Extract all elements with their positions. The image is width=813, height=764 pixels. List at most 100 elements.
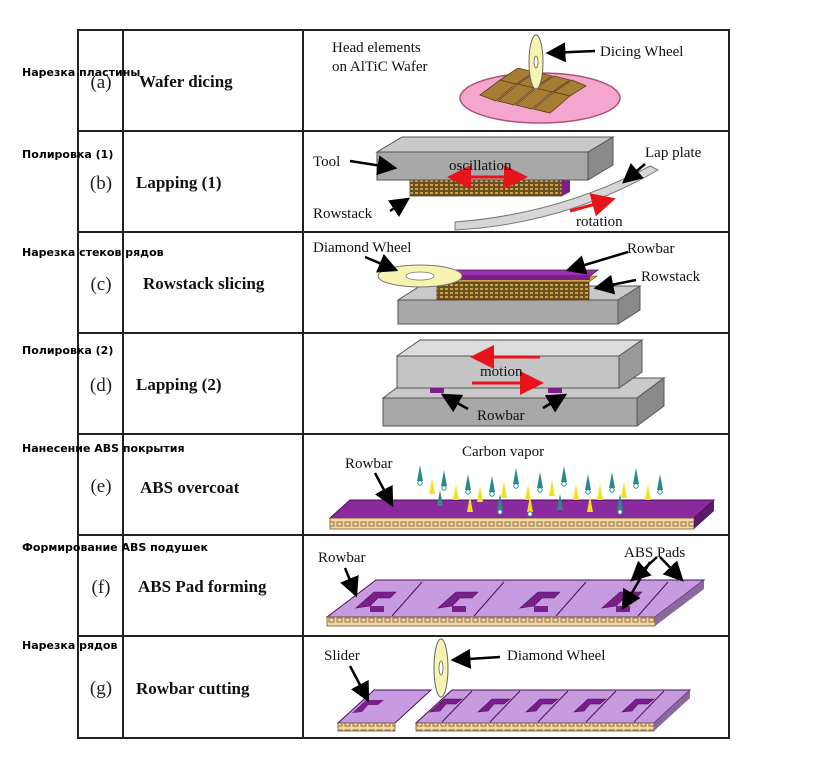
- abs-pad-center: [370, 606, 384, 612]
- carbon-particle: [557, 494, 563, 510]
- label-lap-plate: Lap plate: [645, 145, 702, 161]
- step-letters: (a) (b) (c) (d) (e) (f) (g): [90, 72, 112, 699]
- rowbar-d-left: [430, 388, 444, 393]
- carbon-droplet: [609, 487, 615, 493]
- abs-pad: [573, 698, 607, 713]
- carbon-particle: [657, 474, 663, 490]
- carbon-particle: [477, 486, 483, 502]
- carbon-particle: [429, 478, 435, 494]
- carbon-droplet: [497, 509, 503, 515]
- label-rowstack-b: Rowstack: [313, 206, 373, 222]
- step-name-b: Lapping (1): [136, 173, 222, 192]
- step-name-f: ABS Pad forming: [138, 577, 267, 596]
- step-name-g: Rowbar cutting: [136, 679, 250, 698]
- dicing-wheel: [528, 34, 544, 90]
- rowbar-d-right: [548, 388, 562, 393]
- abs-pad-center: [534, 606, 548, 612]
- abs-pad: [429, 698, 463, 713]
- carbon-droplet: [513, 483, 519, 489]
- carbon-particle: [467, 496, 473, 512]
- carbon-particle: [585, 474, 591, 490]
- slider-divider: [391, 581, 423, 617]
- dicing-wheel-arrow: [545, 42, 596, 63]
- carbon-particle: [437, 490, 443, 506]
- carbon-droplet: [585, 489, 591, 495]
- abs-pads-g: [352, 690, 665, 723]
- slider-divider: [637, 581, 669, 617]
- carbon-droplet: [417, 480, 423, 486]
- carbon-particle: [633, 468, 639, 484]
- carbon-droplet: [465, 489, 471, 495]
- carbon-particle: [597, 484, 603, 500]
- slider-g: [336, 689, 433, 724]
- step-name-d: Lapping (2): [136, 375, 222, 394]
- abs-pad-center: [452, 606, 466, 612]
- illustration-lapping-1: Tool oscillation Lap plate Rowstack rota…: [313, 136, 702, 231]
- label-head-elements: Head elements: [332, 40, 421, 56]
- illustration-rowstack-slicing: Diamond Wheel Rowbar Rowstack: [313, 240, 701, 325]
- rowbar-e-cells: [329, 517, 695, 530]
- illustration-wafer-dicing: Head elements on AlTiC Wafer Dicing Whee…: [332, 34, 683, 124]
- rowstack-c: [436, 281, 590, 301]
- slider-divider: [555, 581, 587, 617]
- slider-divider: [473, 581, 505, 617]
- carbon-particle: [621, 482, 627, 498]
- rowbar-e-top: [328, 499, 716, 519]
- slider-divider: [489, 690, 521, 723]
- label-carbon-vapor: Carbon vapor: [462, 444, 544, 460]
- carbon-particle: [587, 496, 593, 512]
- carbon-droplet: [561, 481, 567, 487]
- carbon-particle: [537, 472, 543, 488]
- step-names: Wafer dicing Lapping (1) Rowstack slicin…: [136, 72, 267, 698]
- label-rowbar-d: Rowbar: [477, 408, 525, 424]
- carbon-droplet: [527, 511, 533, 517]
- abs-pad: [477, 698, 511, 713]
- abs-pad: [525, 698, 559, 713]
- lap-plate-d: [382, 397, 638, 427]
- chuck-block-c: [397, 299, 619, 325]
- carbon-particle: [465, 474, 471, 490]
- label-tool: Tool: [313, 154, 340, 170]
- step-letter-e: (e): [90, 476, 111, 497]
- label-rowbar-c: Rowbar: [627, 241, 675, 257]
- carbon-droplet: [489, 491, 495, 497]
- slider-divider: [537, 690, 569, 723]
- carbon-particle: [513, 468, 519, 484]
- carbon-droplet: [441, 485, 447, 491]
- label-rowbar-f: Rowbar: [318, 550, 366, 566]
- carbon-particle: [527, 496, 533, 512]
- carbon-particle: [441, 470, 447, 486]
- carbon-particle: [497, 494, 503, 510]
- label-oscillation: oscillation: [449, 158, 512, 174]
- step-letter-a: (a): [90, 72, 111, 93]
- slider-divider: [633, 690, 665, 723]
- diamond-wheel-g: [433, 638, 449, 698]
- step-letter-b: (b): [90, 173, 112, 194]
- step-letter-c: (c): [90, 274, 111, 295]
- carbon-droplet: [537, 487, 543, 493]
- carbon-particle: [573, 484, 579, 500]
- abs-pad: [352, 700, 384, 713]
- label-dicing-wheel: Dicing Wheel: [600, 44, 683, 60]
- illustration-lapping-2: motion Rowbar: [381, 339, 666, 427]
- carbon-particle: [525, 484, 531, 500]
- carbon-droplet: [633, 483, 639, 489]
- carbon-vapor-particles: [417, 465, 663, 517]
- label-slider: Slider: [324, 648, 360, 664]
- step-name-a: Wafer dicing: [139, 72, 233, 91]
- label-diamond-wheel-g: Diamond Wheel: [507, 648, 605, 664]
- step-letter-f: (f): [92, 577, 111, 598]
- rotation-arrow: [569, 193, 616, 217]
- carbon-particle: [561, 466, 567, 482]
- carbon-particle: [501, 482, 507, 498]
- carbon-particle: [617, 494, 623, 510]
- step-letter-g: (g): [90, 678, 112, 699]
- label-diamond-wheel-c: Diamond Wheel: [313, 240, 411, 256]
- slider-divider: [441, 690, 473, 723]
- label-abs-pads: ABS Pads: [624, 545, 685, 561]
- label-rotation: rotation: [576, 214, 623, 230]
- table-grid: [77, 29, 730, 739]
- carbon-particle: [417, 465, 423, 481]
